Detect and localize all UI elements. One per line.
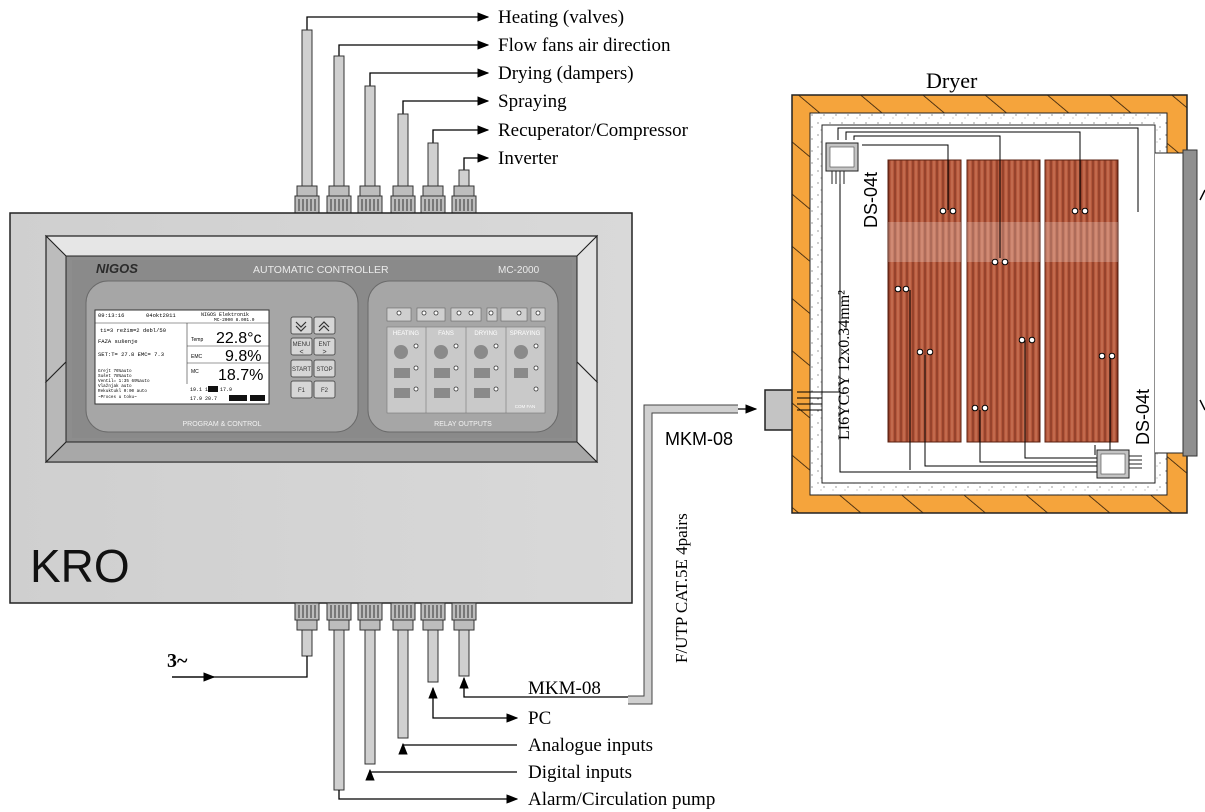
lcd-version: MC-2000 8.001.0 xyxy=(214,317,255,323)
relay-heating: HEATING xyxy=(393,331,420,337)
lcd-mc-label: MC xyxy=(191,369,199,375)
cat5-cable: F/UTP CAT.5E 4pairs MKM-08 xyxy=(628,389,796,705)
lcd-temp-label: Temp xyxy=(191,337,203,343)
key-down[interactable] xyxy=(290,316,313,335)
controller-title: AUTOMATIC CONTROLLER xyxy=(253,264,389,276)
lcd-line3: SET:T= 27.8 EMC= 7.3 xyxy=(98,351,164,358)
ds04t-bottom-label: DS-04t xyxy=(1133,389,1153,445)
lcd-status5: Rekuktukl 0:00 auto xyxy=(98,389,147,394)
wood-stack-3 xyxy=(1044,159,1119,443)
relay-com-fan: COM FAN xyxy=(515,404,536,409)
wood-stack-2 xyxy=(966,159,1041,443)
output-labels: Heating (valves) Flow fans air direction… xyxy=(498,7,689,169)
kro-label: KRO xyxy=(30,540,130,592)
program-control-footer: PROGRAM & CONTROL xyxy=(183,421,262,428)
lcd-emc-value: 9.8% xyxy=(225,348,261,365)
lcd-emc-label: EMC xyxy=(191,354,203,360)
measuring-points xyxy=(894,207,1116,412)
lcd-line1: ti=3 režim=2 debl/50 xyxy=(100,327,166,334)
mkm-08-module xyxy=(764,389,796,431)
bottom-cables xyxy=(301,629,470,791)
lcd-status6: ~Proces u toku~ xyxy=(98,395,137,400)
ds04t-top-label: DS-04t xyxy=(861,172,881,228)
lcd-status4: Vlažnjak auto xyxy=(98,384,132,389)
ent-key[interactable]: ENT> xyxy=(313,337,336,356)
relay-outputs-footer: RELAY OUTPUTS xyxy=(434,421,492,428)
lcd-time: 09:13:16 xyxy=(98,312,124,319)
bottom-wires xyxy=(172,656,628,804)
analogue-inputs-label: Analogue inputs xyxy=(528,735,653,756)
keypad: MENU< ENT> START STOP F1 F2 xyxy=(290,316,336,399)
lcd-screen: 09:13:16 04okt2011 NIGOS Elektronik MC-2… xyxy=(94,309,270,405)
digital-inputs-label: Digital inputs xyxy=(528,762,632,783)
dryer-door xyxy=(1182,149,1198,457)
svg-text:<: < xyxy=(299,349,303,356)
alarm-pump-label: Alarm/Circulation pump xyxy=(528,789,715,810)
lcd-vendor: NIGOS Elektronik xyxy=(201,312,249,318)
power-label: 3~ xyxy=(167,650,188,672)
relay-drying: DRYING xyxy=(474,331,498,337)
sensor-wiring xyxy=(797,127,1139,473)
lcd-temp-value: 22.8°c xyxy=(216,330,262,347)
stop-key-label: STOP xyxy=(316,367,332,373)
top-glands xyxy=(294,185,477,214)
label-spraying: Spraying xyxy=(498,91,567,112)
dryer: Dryer xyxy=(791,68,1205,514)
stop-key[interactable]: STOP xyxy=(313,359,336,378)
wood-stack-1 xyxy=(887,159,962,443)
lcd-date: 04okt2011 xyxy=(146,312,176,319)
dryer-title: Dryer xyxy=(926,68,978,93)
label-recuperator: Recuperator/Compressor xyxy=(498,120,689,141)
lcd-mc-value: 18.7% xyxy=(218,367,263,384)
relay-fans: FANS xyxy=(438,331,454,337)
f2-key[interactable]: F2 xyxy=(313,380,336,399)
lcd-status2: Sušet 78%auto xyxy=(98,374,132,379)
label-heating-valves: Heating (valves) xyxy=(498,7,624,28)
lcd-status3: Ventil= 1:35 69%auto xyxy=(98,379,150,384)
f2-key-label: F2 xyxy=(321,388,329,394)
lcd-line2: FAZA sušenje xyxy=(98,338,138,345)
label-flow-fans: Flow fans air direction xyxy=(498,35,671,56)
lcd-sensors2: 17.9 20.7 xyxy=(190,396,217,402)
svg-text:>: > xyxy=(322,349,326,356)
top-cables xyxy=(301,29,470,189)
bottom-glands xyxy=(294,602,477,631)
cat5-cable-label: F/UTP CAT.5E 4pairs xyxy=(672,513,691,663)
f1-key-label: F1 xyxy=(298,388,306,394)
bottom-labels: 3~ MKM-08 PC Analogue inputs Digital inp… xyxy=(167,650,715,810)
relay-panel: HEATING FANS DRYING SPRAYING COM FAN xyxy=(386,307,546,414)
mkm-right-label: MKM-08 xyxy=(665,429,733,449)
pc-label: PC xyxy=(528,708,551,729)
ds04t-bottom-module xyxy=(1096,449,1142,479)
output-wires xyxy=(306,12,490,170)
menu-key[interactable]: MENU< xyxy=(290,337,313,356)
f1-key[interactable]: F1 xyxy=(290,380,313,399)
relay-spraying: SPRAYING xyxy=(510,331,541,337)
key-up[interactable] xyxy=(313,316,336,335)
label-drying-dampers: Drying (dampers) xyxy=(498,63,634,84)
lcd-status1: Grejt 76%auto xyxy=(98,369,132,374)
controller-model: MC-2000 xyxy=(498,265,540,276)
sensor-cable-label: LI6YC6Y 12x0.34mm² xyxy=(836,290,853,440)
label-inverter: Inverter xyxy=(498,148,559,169)
ent-key-label: ENT xyxy=(319,342,331,348)
menu-key-label: MENU xyxy=(293,342,311,348)
start-key-label: START xyxy=(292,367,311,373)
brand-logo: NIGOS xyxy=(96,261,138,276)
ds04t-top-module xyxy=(825,142,859,184)
mkm-bottom-label: MKM-08 xyxy=(528,678,601,699)
start-key[interactable]: START xyxy=(290,359,313,378)
